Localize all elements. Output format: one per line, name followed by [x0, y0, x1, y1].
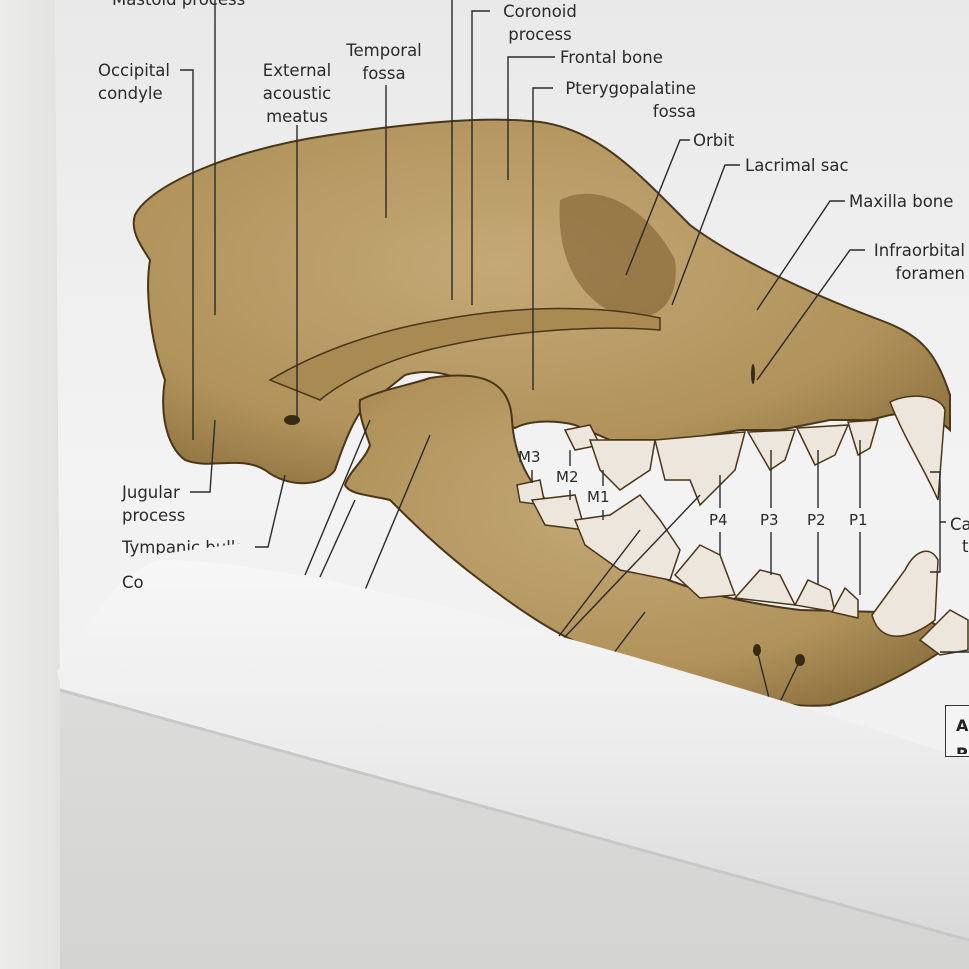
label-tooth-m2: M2 — [556, 468, 579, 486]
label-external-acoustic-meatus: External acoustic meatus — [262, 61, 332, 126]
label-tooth-p4: P4 — [709, 511, 728, 529]
label-infraorbital-foramen: Infraorbital foramen — [873, 241, 965, 283]
label-tooth-p2: P2 — [807, 511, 826, 529]
wall-background — [0, 0, 60, 969]
label-tooth-p1: P1 — [849, 511, 868, 529]
label-partial-canine-2: t — [962, 537, 969, 556]
legend-box: A P — [945, 705, 969, 757]
leader-lines — [180, 0, 969, 703]
page-curl-edge-shadow — [59, 688, 969, 942]
upper-teeth — [563, 395, 946, 507]
mandible — [343, 374, 952, 707]
label-tooth-m3: M3 — [518, 448, 541, 466]
label-partial-co: Co — [122, 573, 144, 592]
legend-line-1: A — [956, 716, 969, 735]
label-lacrimal-sac: Lacrimal sac — [745, 156, 849, 175]
label-pterygopalatine-fossa: Pterygopalatine fossa — [565, 79, 696, 121]
label-orbit: Orbit — [693, 131, 735, 150]
label-occipital-condyle: Occipital condyle — [98, 61, 170, 103]
label-frontal-bone: Frontal bone — [560, 48, 663, 67]
label-temporal-fossa: Temporal fossa — [346, 41, 422, 83]
page-curl — [57, 560, 969, 940]
legend-line-2: P — [956, 744, 968, 754]
label-partial-canine: Ca — [950, 515, 969, 534]
zygomatic-arch — [268, 307, 661, 401]
label-maxilla-bone: Maxilla bone — [849, 192, 954, 211]
lower-teeth — [516, 479, 969, 656]
label-mastoid-process: Mastoid process — [112, 0, 245, 11]
label-coronoid-process: Coronoid process — [503, 2, 577, 44]
label-tooth-m1: M1 — [587, 488, 610, 506]
label-tooth-p3: P3 — [760, 511, 779, 529]
label-jugular-process: Jugular process — [122, 483, 186, 525]
